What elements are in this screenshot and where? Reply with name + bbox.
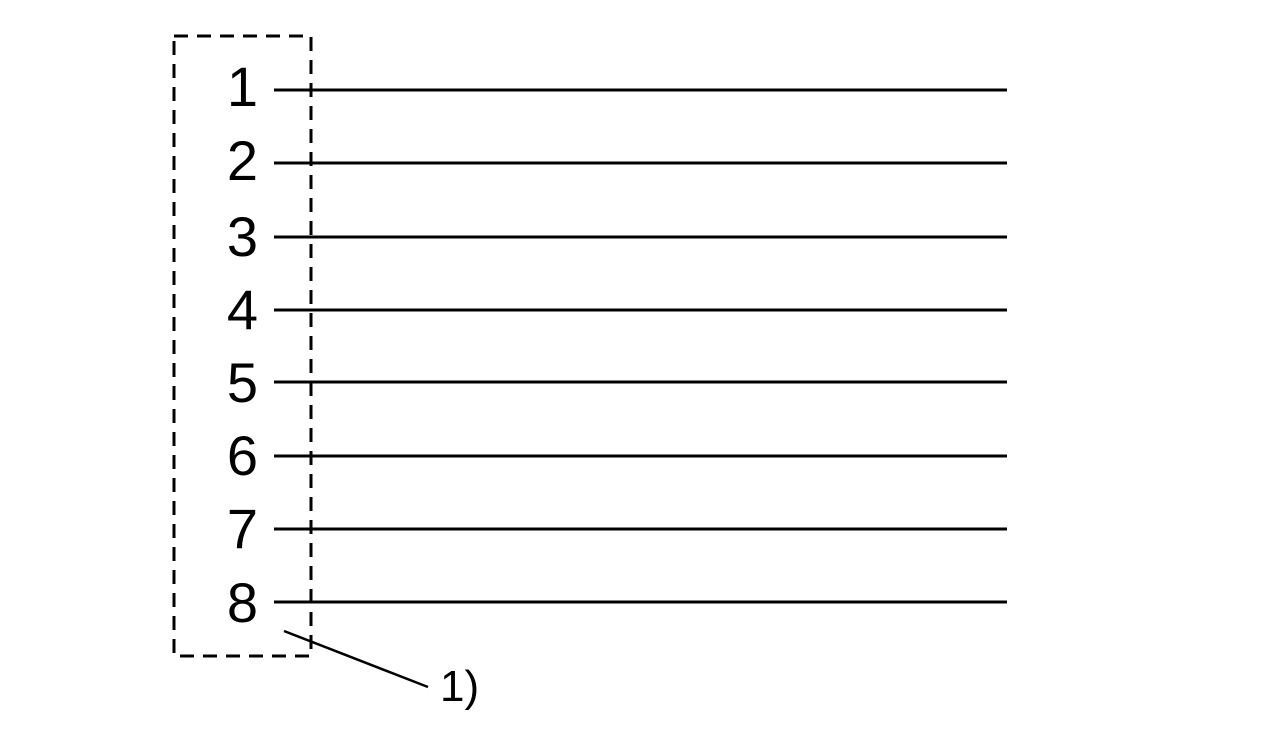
pin-row: 7 bbox=[227, 497, 1007, 560]
pin-row: 8 bbox=[227, 571, 1007, 634]
pin-number: 5 bbox=[227, 351, 258, 414]
pin-row: 6 bbox=[227, 424, 1007, 487]
pin-row: 1 bbox=[227, 55, 1007, 118]
pin-number: 4 bbox=[227, 278, 258, 341]
pin-number: 1 bbox=[227, 55, 258, 118]
pin-number: 7 bbox=[227, 497, 258, 560]
pin-number: 3 bbox=[227, 205, 258, 268]
pin-number: 2 bbox=[227, 129, 258, 192]
pin-row: 3 bbox=[227, 205, 1007, 268]
callout-label: 1) bbox=[440, 662, 479, 711]
pin-row: 4 bbox=[227, 278, 1007, 341]
connector-outline bbox=[172, 34, 313, 658]
pin-row: 5 bbox=[227, 351, 1007, 414]
callout-leader-line bbox=[283, 629, 429, 689]
pin-number: 8 bbox=[227, 571, 258, 634]
pin-number: 6 bbox=[227, 424, 258, 487]
pin-row: 2 bbox=[227, 129, 1007, 192]
